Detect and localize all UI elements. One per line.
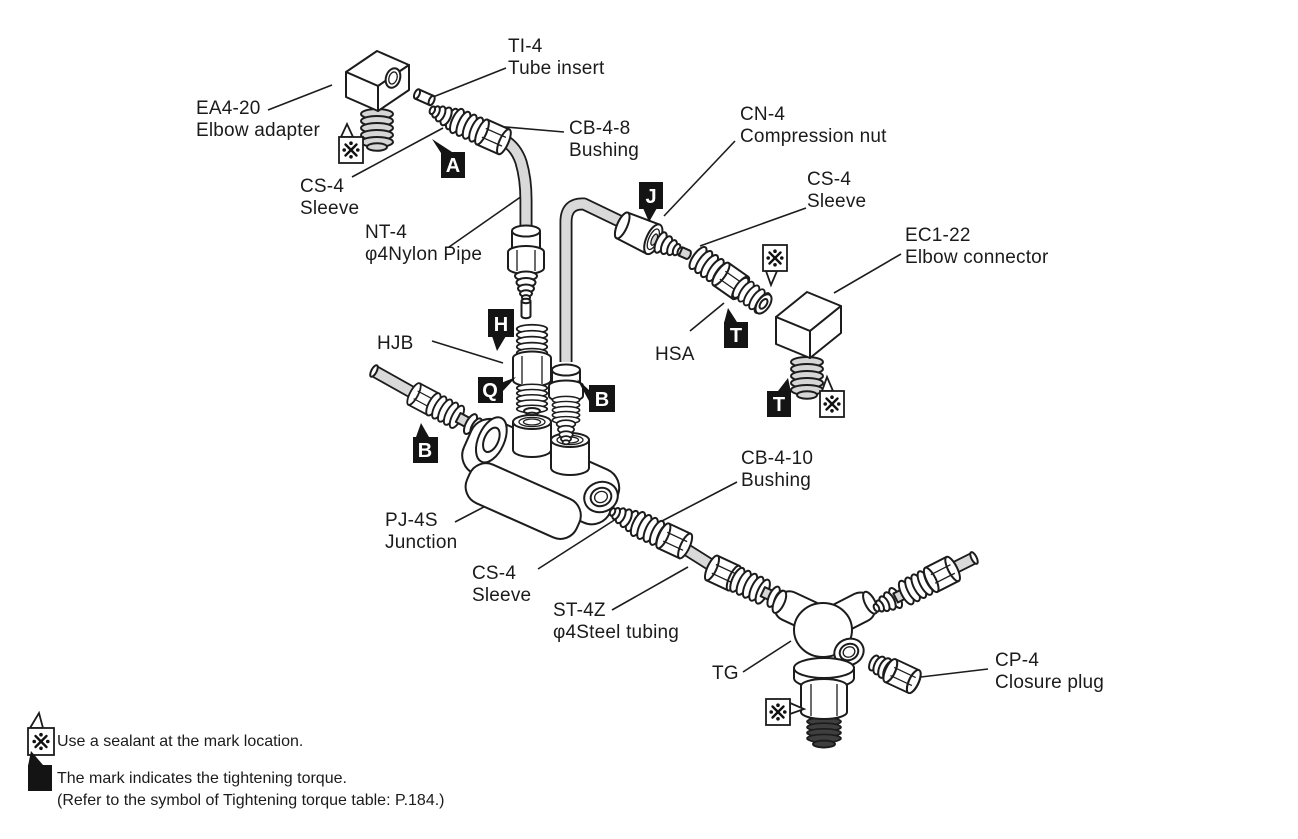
label-nt-4: NT-4 φ4Nylon Pipe bbox=[365, 222, 482, 266]
torque-badge-j: J bbox=[639, 182, 663, 222]
part-code: HJB bbox=[377, 333, 414, 354]
label-st-4z: ST-4Z φ4Steel tubing bbox=[553, 600, 679, 644]
label-cs-4-bottom: CS-4 Sleeve bbox=[472, 563, 531, 607]
sealant-mark-tg bbox=[765, 698, 807, 726]
part-desc: φ4Steel tubing bbox=[553, 622, 680, 643]
leader-lines bbox=[267, 67, 989, 678]
badge-letter: A bbox=[446, 155, 460, 177]
part-tg-right-fitting bbox=[868, 553, 964, 620]
badge-letter: B bbox=[595, 389, 609, 411]
part-cn-4-compression-nut bbox=[613, 211, 692, 264]
badge-letter: H bbox=[494, 314, 508, 336]
part-code: PJ-4S bbox=[385, 510, 438, 531]
sealant-mark-hsa bbox=[762, 244, 788, 288]
part-code: CS-4 bbox=[807, 169, 852, 190]
part-cb-4-8-bushing bbox=[446, 106, 515, 157]
part-code: EA4-20 bbox=[196, 98, 261, 119]
part-pj-4s-junction bbox=[461, 414, 621, 540]
badge-letter: T bbox=[773, 394, 785, 416]
part-code: CS-4 bbox=[300, 176, 345, 197]
sealant-mark-ea4-20 bbox=[338, 121, 364, 164]
part-desc: Closure plug bbox=[995, 672, 1105, 693]
part-hjb bbox=[512, 323, 552, 419]
legend-torque-text-line2: (Refer to the symbol of Tightening torqu… bbox=[57, 792, 445, 809]
part-desc: Bushing bbox=[741, 470, 812, 491]
part-tg-tee bbox=[771, 589, 879, 749]
part-code: HSA bbox=[655, 344, 695, 365]
part-code: CS-4 bbox=[472, 563, 517, 584]
part-code: TI-4 bbox=[508, 36, 543, 57]
sealant-mark-ec1-22 bbox=[819, 374, 845, 418]
legend-torque-icon bbox=[28, 751, 52, 791]
part-code: CB-4-8 bbox=[569, 118, 631, 139]
label-cs-4-top: CS-4 Sleeve bbox=[300, 176, 359, 220]
part-ea4-20-elbow-adapter bbox=[345, 50, 410, 152]
label-cp-4: CP-4 Closure plug bbox=[995, 650, 1104, 694]
part-ti-4-tube-insert bbox=[412, 88, 436, 107]
part-desc: Tube insert bbox=[508, 58, 605, 79]
part-cp-4-closure-plug bbox=[868, 654, 925, 697]
label-cb-4-10: CB-4-10 Bushing bbox=[741, 448, 813, 492]
part-steel-tube-fitting bbox=[701, 552, 801, 618]
label-ec1-22: EC1-22 Elbow connector bbox=[905, 225, 1048, 269]
part-code: CB-4-10 bbox=[741, 448, 814, 469]
label-cb-4-8: CB-4-8 Bushing bbox=[569, 118, 639, 162]
part-hsa bbox=[685, 243, 774, 317]
part-code: NT-4 bbox=[365, 222, 407, 243]
label-cs-4-right: CS-4 Sleeve bbox=[807, 169, 866, 213]
part-desc: Junction bbox=[385, 532, 458, 553]
torque-badge-b-vertical: B bbox=[577, 379, 615, 412]
part-desc: Elbow adapter bbox=[196, 120, 321, 141]
part-cb-4-10-bushing bbox=[626, 509, 696, 562]
part-code: CP-4 bbox=[995, 650, 1040, 671]
part-desc: Sleeve bbox=[300, 198, 360, 219]
part-code: EC1-22 bbox=[905, 225, 971, 246]
label-hsa: HSA bbox=[655, 344, 695, 366]
torque-badge-b-left: B bbox=[413, 423, 438, 463]
part-vertical-tube-fitting bbox=[548, 363, 584, 446]
part-desc: Compression nut bbox=[740, 126, 887, 147]
legend-torque-text-line1: The mark indicates the tightening torque… bbox=[57, 770, 347, 787]
torque-badge-h: H bbox=[488, 309, 514, 351]
badge-letter: B bbox=[418, 440, 432, 462]
torque-badge-q: Q bbox=[478, 377, 516, 403]
part-ec1-22-elbow-connector bbox=[775, 291, 842, 400]
torque-badge-t-hsa: T bbox=[724, 308, 748, 348]
part-desc: Sleeve bbox=[472, 585, 532, 606]
badge-letter: J bbox=[645, 186, 656, 208]
tube-vertical-right bbox=[559, 197, 639, 362]
part-code: ST-4Z bbox=[553, 600, 606, 621]
label-tg: TG bbox=[712, 663, 739, 685]
part-desc: φ4Nylon Pipe bbox=[365, 244, 483, 265]
part-desc: Bushing bbox=[569, 140, 640, 161]
legend-sealant-text: Use a sealant at the mark location. bbox=[57, 733, 304, 750]
part-left-branch-fitting bbox=[403, 380, 498, 446]
label-ti-4: TI-4 Tube insert bbox=[508, 36, 605, 80]
torque-badge-t-ec: T bbox=[767, 378, 791, 417]
label-ea4-20: EA4-20 Elbow adapter bbox=[196, 98, 320, 142]
label-pj-4s: PJ-4S Junction bbox=[385, 510, 457, 554]
badge-letter: Q bbox=[482, 380, 498, 402]
legend-sealant-icon bbox=[27, 710, 55, 756]
label-cn-4: CN-4 Compression nut bbox=[740, 104, 887, 148]
badge-letter: T bbox=[730, 325, 742, 347]
part-code: CN-4 bbox=[740, 104, 786, 125]
torque-badge-a: A bbox=[432, 139, 465, 178]
part-desc: Sleeve bbox=[807, 191, 867, 212]
part-code: TG bbox=[712, 663, 739, 684]
label-hjb: HJB bbox=[377, 333, 414, 355]
part-desc: Elbow connector bbox=[905, 247, 1049, 268]
part-union-nut-on-pipe bbox=[507, 224, 545, 320]
